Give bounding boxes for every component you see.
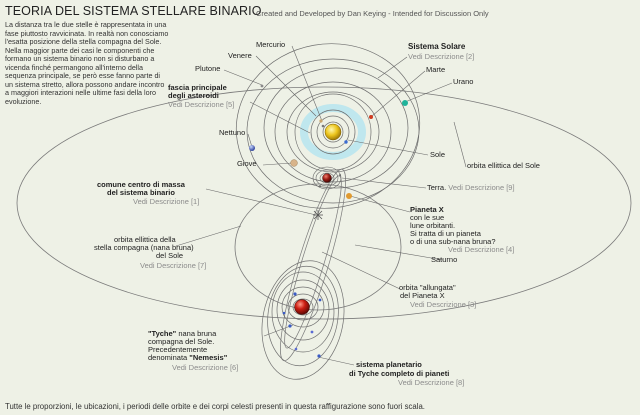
label-centro-massa-1: comune centro di massa (97, 180, 185, 189)
label-tyche-1: "Tyche" nana bruna (148, 329, 217, 339)
planet-x-moon-orbits (312, 166, 342, 190)
orbit-plutone (235, 43, 421, 209)
leader-lines (175, 45, 467, 366)
tyche-planet (294, 347, 298, 351)
label-asteroidi-1: fascia principale (168, 83, 227, 92)
label-orbita-compagna-3: del Sole (156, 251, 184, 260)
planet-x-moon (319, 185, 321, 187)
footer-note: Tutte le proporzioni, le ubicazioni, i p… (5, 402, 425, 411)
link-descrizione-1[interactable]: Vedi Descrizione [1] (133, 197, 200, 206)
planet-urano (402, 100, 408, 106)
link-descrizione-2[interactable]: Vedi Descrizione [2] (408, 52, 475, 61)
solar-system-orbits (235, 43, 421, 209)
label-urano: Urano (453, 77, 474, 86)
label-nettuno: Nettuno (219, 128, 246, 137)
label-saturno: Saturno (431, 255, 458, 264)
planet-giove (290, 159, 298, 167)
label-mercurio: Mercurio (256, 40, 286, 49)
label-tyche-3: Precedentemente (148, 345, 208, 354)
tyche-planet (288, 324, 292, 328)
label-sistema-tyche-2: di Tyche completo di pianeti (349, 369, 450, 378)
orbit-venere (316, 115, 350, 149)
link-descrizione-8[interactable]: Vedi Descrizione [8] (398, 378, 465, 387)
label-sole: Sole (430, 150, 446, 159)
planet-mercurio (321, 124, 325, 128)
planet-plutone (260, 84, 264, 88)
label-nemesis: "Nemesis" (189, 353, 228, 362)
label-tyche-name: "Tyche" (148, 329, 177, 338)
planet-x-moon (339, 174, 341, 176)
planet-venere (319, 119, 323, 123)
tyche-star (294, 299, 310, 315)
label-orbita-sole: orbita ellittica del Sole (467, 161, 540, 170)
label-venere: Venere (228, 51, 252, 60)
label-pianeta-x-title: Pianeta X (410, 205, 444, 214)
link-descrizione-7[interactable]: Vedi Descrizione [7] (140, 261, 207, 270)
planet-x (322, 173, 332, 183)
label-tyche-4-text: denominata (148, 353, 190, 362)
label-tyche-1-text: nana bruna (176, 329, 217, 338)
tyche-planet (318, 298, 322, 302)
label-centro-massa-2: del sistema binario (107, 188, 175, 197)
orbit-urano (263, 67, 409, 189)
label-sistema-tyche-1: sistema planetario (356, 360, 422, 369)
link-descrizione-5[interactable]: Vedi Descrizione [5] (168, 100, 235, 109)
center-of-mass-marker (313, 210, 323, 220)
label-orbita-compagna-1: orbita ellittica della (114, 235, 176, 244)
link-descrizione-4[interactable]: Vedi Descrizione [4] (448, 245, 515, 254)
label-orbita-x-1: orbita "allungata" (399, 283, 456, 292)
orbit-mercurio (322, 121, 344, 143)
link-descrizione-6[interactable]: Vedi Descrizione [6] (172, 363, 239, 372)
label-orbita-x-2: del Pianeta X (400, 291, 445, 300)
link-descrizione-3[interactable]: Vedi Descrizione [3] (410, 300, 477, 309)
tyche-planet (310, 330, 314, 334)
label-plutone: Plutone (195, 64, 221, 73)
planet-marte (369, 115, 373, 119)
label-pianeta-x-2: con le sue (410, 213, 445, 222)
label-pianeta-x-3: lune orbitanti. (410, 221, 456, 230)
label-terra: Terra. Vedi Descrizione [9] (427, 183, 515, 193)
tyche-planet (293, 292, 297, 296)
label-giove: Giove (237, 159, 257, 168)
label-pianeta-x-4: Si tratta di un pianeta (410, 229, 481, 238)
label-orbita-compagna-2: stella compagna (nana bruna) (94, 243, 194, 252)
credit-line: Created and Developed by Dan Keying - In… (256, 9, 489, 18)
planet-terra (344, 140, 348, 144)
sun (324, 123, 342, 141)
tyche-planet (317, 354, 321, 358)
label-tyche-2: compagna del Sole. (148, 337, 215, 346)
orbit-giove (286, 91, 380, 173)
planet-x-orbit (280, 168, 346, 362)
tyche-planet (282, 311, 286, 315)
orbit-marte (294, 93, 372, 171)
label-asteroidi-2: degli asteroidi (168, 91, 219, 100)
intro-text: La distanza tra le due stelle è rapprese… (5, 20, 169, 106)
planet-saturno (346, 193, 352, 199)
companion-orbit (234, 183, 402, 311)
asteroid-belt (300, 104, 366, 160)
sun-orbit (16, 86, 632, 320)
label-pianeta-x-5: o di una sub-nana bruna? (410, 237, 496, 246)
label-tyche-4: denominata "Nemesis" (148, 353, 228, 363)
link-descrizione-9[interactable]: Vedi Descrizione [9] (448, 183, 515, 192)
label-sistema-solare: Sistema Solare (408, 42, 466, 51)
page-title: TEORIA DEL SISTEMA STELLARE BINARIO (5, 4, 262, 18)
planet-nettuno (249, 145, 255, 151)
orbit-terra (310, 109, 356, 155)
tyche-system-orbits (261, 260, 345, 380)
label-terra-text: Terra. (427, 183, 447, 192)
label-marte: Marte (426, 65, 446, 74)
